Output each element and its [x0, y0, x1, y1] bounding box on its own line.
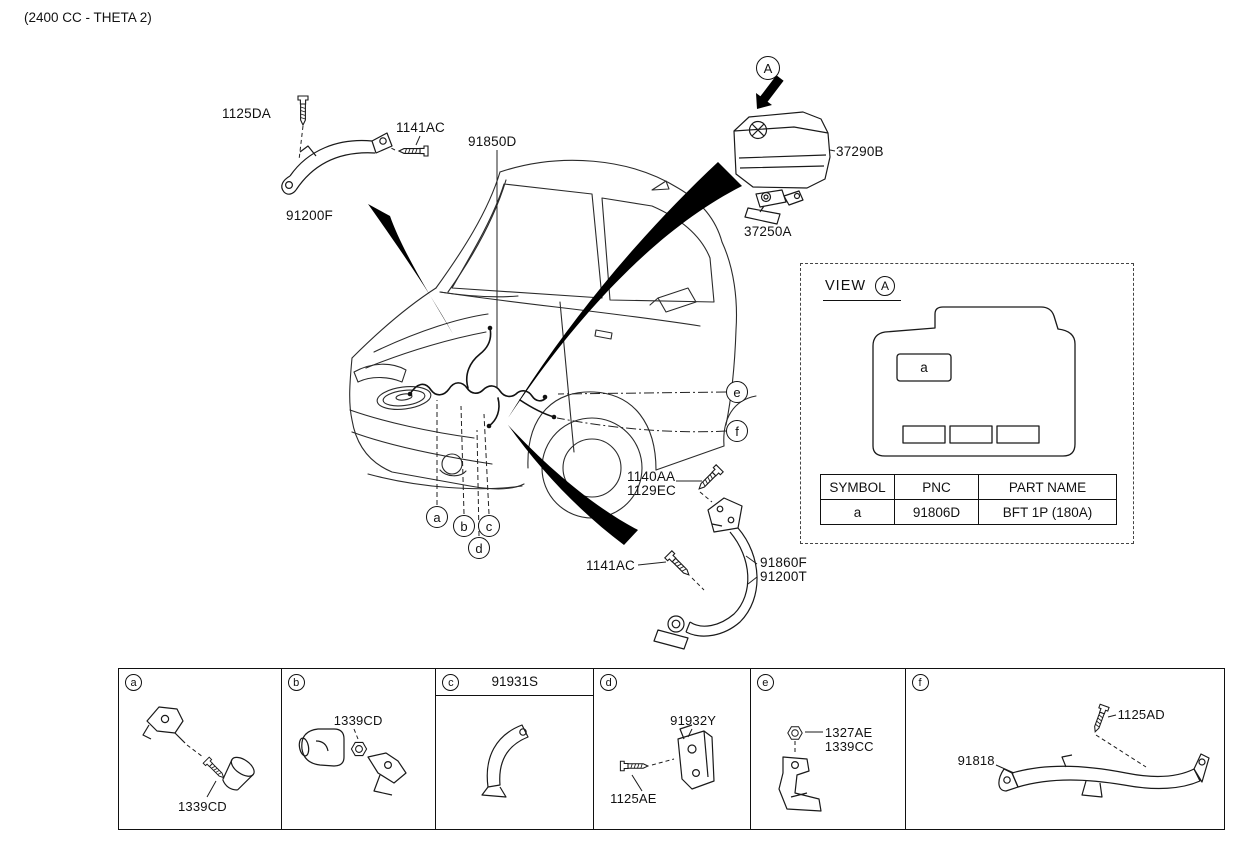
car-outline [349, 159, 757, 519]
view-a-title: VIEW [825, 278, 867, 294]
cell-f: f 1125AD 91818 [904, 669, 1224, 829]
cell-callout-e[interactable]: e [756, 674, 774, 691]
callout-d[interactable]: d [468, 537, 490, 559]
part-label-37250A[interactable]: 37250A [744, 224, 792, 239]
cell-b: b 1339CD [280, 669, 436, 829]
part-label-1125DA[interactable]: 1125DA [222, 106, 271, 121]
part-37250A-drawing [744, 189, 804, 225]
callout-f[interactable]: f [726, 420, 748, 442]
bolt-1125DA-icon [297, 95, 309, 126]
cell-callout-d[interactable]: d [600, 674, 618, 691]
cell-callout-f[interactable]: f [911, 674, 929, 691]
part-label-1339CD-b[interactable]: 1339CD [333, 713, 383, 728]
part-91200F-drawing [281, 132, 393, 195]
leader-lines [298, 125, 836, 591]
cell-callout-a[interactable]: a [125, 674, 142, 691]
part-label-1339CD-a[interactable]: 1339CD [178, 799, 227, 814]
page-title: (2400 CC - THETA 2) [24, 10, 152, 25]
part-label-1141AC-bottom[interactable]: 1141AC [586, 558, 635, 573]
cell-d: d 91932Y 1125AE [593, 669, 750, 829]
part-label-91200F[interactable]: 91200F [286, 208, 333, 223]
part-label-91818[interactable]: 91818 [957, 753, 995, 768]
view-a-arrow [756, 75, 784, 109]
part-37290B-drawing [733, 111, 831, 189]
part-label-37290B[interactable]: 37290B [836, 144, 884, 159]
battery-fuse-terminal-drawing [872, 306, 1076, 457]
part-label-91931S[interactable]: 91931S [491, 674, 539, 689]
part-91860F-drawing [653, 497, 758, 650]
small-parts-table: a 1339CD [118, 668, 1225, 830]
symbol-table-header-pnc: PNC [894, 474, 979, 500]
symbol-cell: a [820, 499, 895, 525]
callout-e[interactable]: e [726, 381, 748, 403]
symbol-a-marker: a [920, 360, 928, 375]
cell-callout-b[interactable]: b [287, 674, 305, 691]
cell-a-art [142, 706, 255, 798]
part-label-1140AA[interactable]: 1140AA [627, 469, 676, 484]
part-label-1125AD[interactable]: 1125AD [1117, 707, 1165, 722]
part-label-91932Y[interactable]: 91932Y [670, 713, 717, 728]
wiring-harness-drawing [407, 325, 557, 429]
cell-c: 91931S c [435, 669, 594, 829]
symbol-table: SYMBOL PNC PART NAME a 91806D BFT 1P (18… [820, 474, 1117, 525]
part-label-1141AC-top[interactable]: 1141AC [396, 120, 445, 135]
part-label-91200T[interactable]: 91200T [760, 569, 807, 584]
part-label-91860F[interactable]: 91860F [760, 555, 807, 570]
cell-b-art [298, 728, 407, 796]
bolt-1141AC-bottom-icon [664, 550, 693, 579]
callout-c[interactable]: c [478, 515, 500, 537]
cell-d-art [620, 724, 715, 792]
callout-a[interactable]: a [426, 506, 448, 528]
callout-A[interactable]: A [756, 56, 780, 80]
part-label-1327AE[interactable]: 1327AE [824, 725, 873, 740]
pnc-cell[interactable]: 91806D [894, 499, 979, 525]
symbol-table-row: a 91806D BFT 1P (180A) [820, 499, 1117, 525]
cell-a: a 1339CD [119, 669, 281, 829]
cell-callout-c[interactable]: c [442, 674, 460, 691]
cell-e-art [778, 726, 823, 812]
part-label-1129EC[interactable]: 1129EC [627, 483, 676, 498]
part-label-1339CC[interactable]: 1339CC [824, 739, 874, 754]
bolt-1140AA-icon [695, 464, 724, 493]
symbol-table-header-symbol: SYMBOL [820, 474, 895, 500]
emphasis-swooshes [368, 162, 742, 545]
partname-cell: BFT 1P (180A) [978, 499, 1117, 525]
view-a-panel: VIEW A a SYMBOL PNC PART NAME a 91806D B… [800, 263, 1134, 544]
symbol-table-header-partname: PART NAME [978, 474, 1117, 500]
bolt-1141AC-top-icon [398, 145, 429, 157]
view-a-callout: A [875, 276, 896, 296]
cell-e: e 1327AE 1339CC [749, 669, 905, 829]
callout-b[interactable]: b [453, 515, 475, 537]
part-label-1125AE[interactable]: 1125AE [610, 791, 657, 806]
cell-c-header: 91931S [436, 669, 594, 696]
cell-c-art [481, 724, 530, 798]
cell-f-art [995, 703, 1210, 798]
part-label-91850D[interactable]: 91850D [468, 134, 517, 149]
view-a-header: VIEW A [823, 276, 902, 301]
